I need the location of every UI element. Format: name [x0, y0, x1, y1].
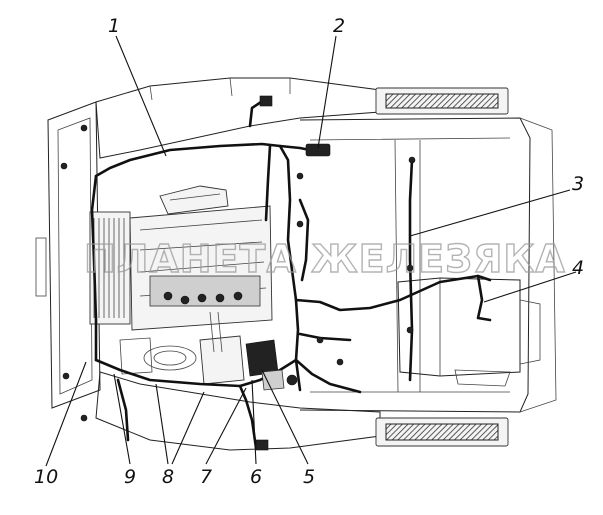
- main-harness: [90, 98, 492, 450]
- callout-8: 8: [162, 466, 174, 488]
- callout-1: 1: [108, 15, 120, 37]
- leader-4: [483, 271, 577, 303]
- leader-8a: [155, 383, 169, 465]
- callout-3: 3: [572, 173, 584, 195]
- leader-1: [115, 35, 167, 157]
- watermark: ПЛАНЕТА ЖЕЛЕЗЯКА: [84, 237, 566, 281]
- callout-labels: 1 2 3 4 5 6 7 8 9 10: [34, 15, 584, 488]
- engine-assembly: [89, 185, 273, 385]
- leader-7: [205, 387, 247, 465]
- callout-7: 7: [200, 466, 212, 488]
- leader-lines: [45, 35, 577, 467]
- callout-2: 2: [333, 15, 345, 37]
- leader-10: [45, 361, 87, 467]
- callout-4: 4: [572, 257, 584, 279]
- callout-6: 6: [250, 466, 262, 488]
- connectors: [60, 95, 416, 451]
- leader-6: [251, 379, 257, 465]
- leader-8b: [171, 391, 205, 465]
- leader-9: [113, 373, 131, 465]
- chassis-outline: [35, 77, 557, 451]
- leader-3: [409, 189, 571, 237]
- callout-10: 10: [34, 466, 58, 488]
- callout-5: 5: [303, 466, 315, 488]
- leader-2: [317, 35, 337, 149]
- callout-9: 9: [124, 466, 136, 488]
- leader-5: [261, 369, 309, 465]
